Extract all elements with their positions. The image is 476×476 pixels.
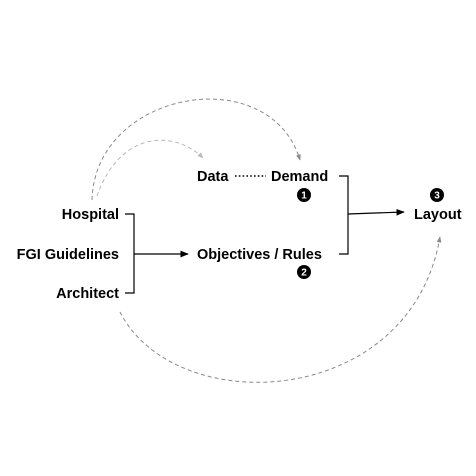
objectives-rules-label: Objectives / Rules — [197, 247, 322, 263]
architect-to-layout-arc — [119, 236, 442, 383]
step-2-badge: 2 — [297, 265, 311, 279]
hospital-label: Hospital — [62, 207, 119, 223]
demand-label: Demand — [271, 169, 328, 185]
architect-label: Architect — [56, 286, 119, 302]
fgi-guidelines-label: FGI Guidelines — [17, 247, 119, 263]
requirements-to-layout-arrow — [347, 208, 405, 216]
hospital-to-demand-arc — [91, 98, 301, 201]
step-3-badge: 3 — [430, 188, 444, 202]
svg-text:2: 2 — [301, 268, 307, 279]
hospital-to-data-arc — [96, 139, 204, 197]
data-label: Data — [197, 169, 229, 185]
svg-text:3: 3 — [434, 191, 440, 202]
svg-text:1: 1 — [301, 191, 307, 202]
requirements-bracket — [339, 175, 349, 255]
layout-label: Layout — [414, 207, 462, 223]
step-1-badge: 1 — [297, 188, 311, 202]
inputs-bracket — [125, 213, 135, 294]
